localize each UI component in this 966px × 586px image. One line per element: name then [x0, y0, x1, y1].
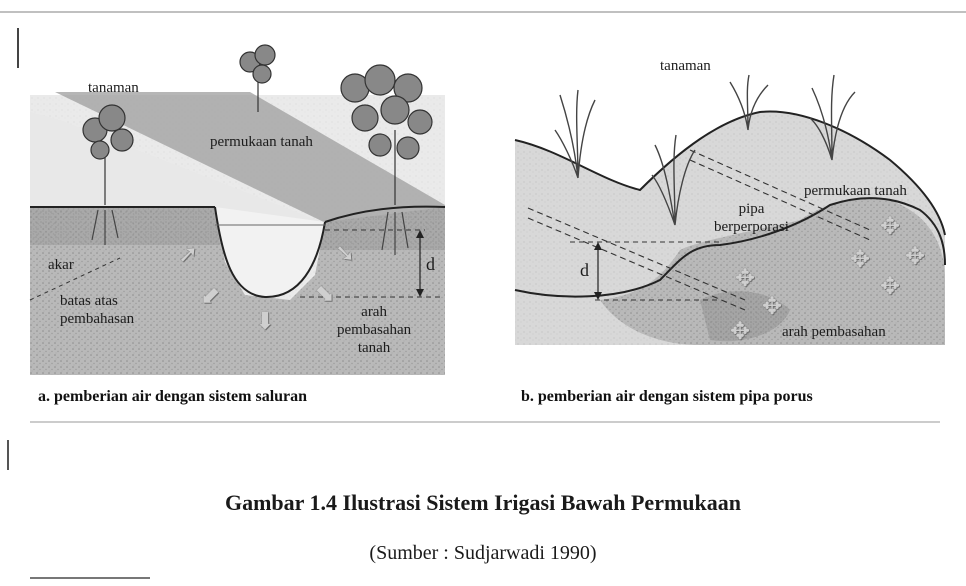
label-root-a: akar — [48, 257, 74, 274]
label-d-b: d — [580, 262, 589, 279]
wetting-arrow-icon: ➘ — [335, 242, 355, 266]
label-upper-limit-a: batas atas pembahasan — [60, 292, 134, 328]
wetting-arrow-icon: ✥ — [762, 295, 782, 319]
label-surface-a: permukaan tanah — [210, 134, 313, 151]
label-wetting-direction-a: arah pembasahan tanah — [337, 303, 411, 357]
figure-title: Gambar 1.4 Ilustrasi Sistem Irigasi Bawa… — [0, 490, 966, 516]
label-plant-b: tanaman — [660, 58, 711, 75]
figure-source: (Sumber : Sudjarwadi 1990) — [0, 542, 966, 565]
label-plant-a: tanaman — [88, 80, 139, 97]
wetting-arrow-icon: ⬊ — [315, 283, 335, 307]
wetting-arrow-icon: ✥ — [850, 248, 870, 272]
wetting-arrow-icon: ✥ — [880, 275, 900, 299]
label-surface-b: permukaan tanah — [804, 183, 907, 200]
wetting-arrow-icon: ➚ — [178, 243, 198, 267]
wetting-arrow-icon: ✥ — [905, 245, 925, 269]
wetting-arrow-icon: ✥ — [735, 267, 755, 291]
wetting-arrow-icon: ⬋ — [200, 285, 220, 309]
label-pipe-b: pipa berperporasi — [714, 200, 789, 236]
wetting-arrow-icon: ✥ — [730, 320, 750, 344]
caption-a: a. pemberian air dengan sistem saluran — [38, 388, 307, 406]
caption-b: b. pemberian air dengan sistem pipa poru… — [521, 388, 813, 406]
wetting-arrow-icon: ⬇ — [255, 310, 275, 334]
label-wetting-direction-b: arah pembasahan — [782, 324, 886, 341]
wetting-arrow-icon: ✥ — [880, 215, 900, 239]
label-d-a: d — [426, 256, 435, 273]
